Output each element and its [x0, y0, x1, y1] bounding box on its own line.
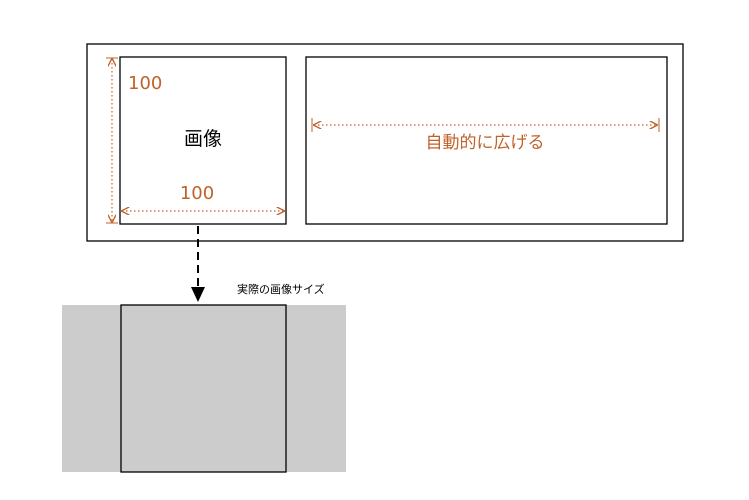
width-label: 100	[180, 183, 214, 204]
actual-image-area	[62, 305, 346, 472]
down-arrow-head	[191, 287, 205, 302]
flex-box	[305, 56, 668, 225]
height-label: 100	[128, 73, 162, 94]
visible-image-frame	[120, 304, 287, 473]
image-box	[119, 56, 287, 225]
actual-size-label: 実際の画像サイズ	[237, 282, 325, 296]
outer-container	[86, 43, 684, 242]
flex-label: 自動的に広げる	[426, 133, 545, 153]
image-label: 画像	[184, 128, 222, 150]
